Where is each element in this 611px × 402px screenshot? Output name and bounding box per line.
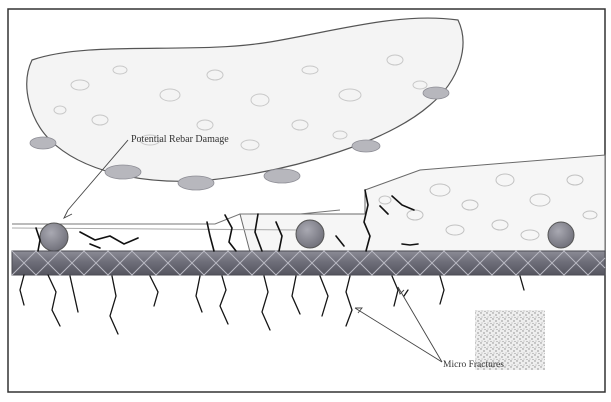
rebar-bar bbox=[12, 251, 605, 275]
micro-fractures-label: Micro Fractures bbox=[443, 360, 504, 370]
potential-rebar-damage-label: Potential Rebar Damage bbox=[131, 134, 229, 145]
cracks-lower bbox=[20, 275, 524, 334]
concrete-fragment bbox=[27, 18, 463, 190]
